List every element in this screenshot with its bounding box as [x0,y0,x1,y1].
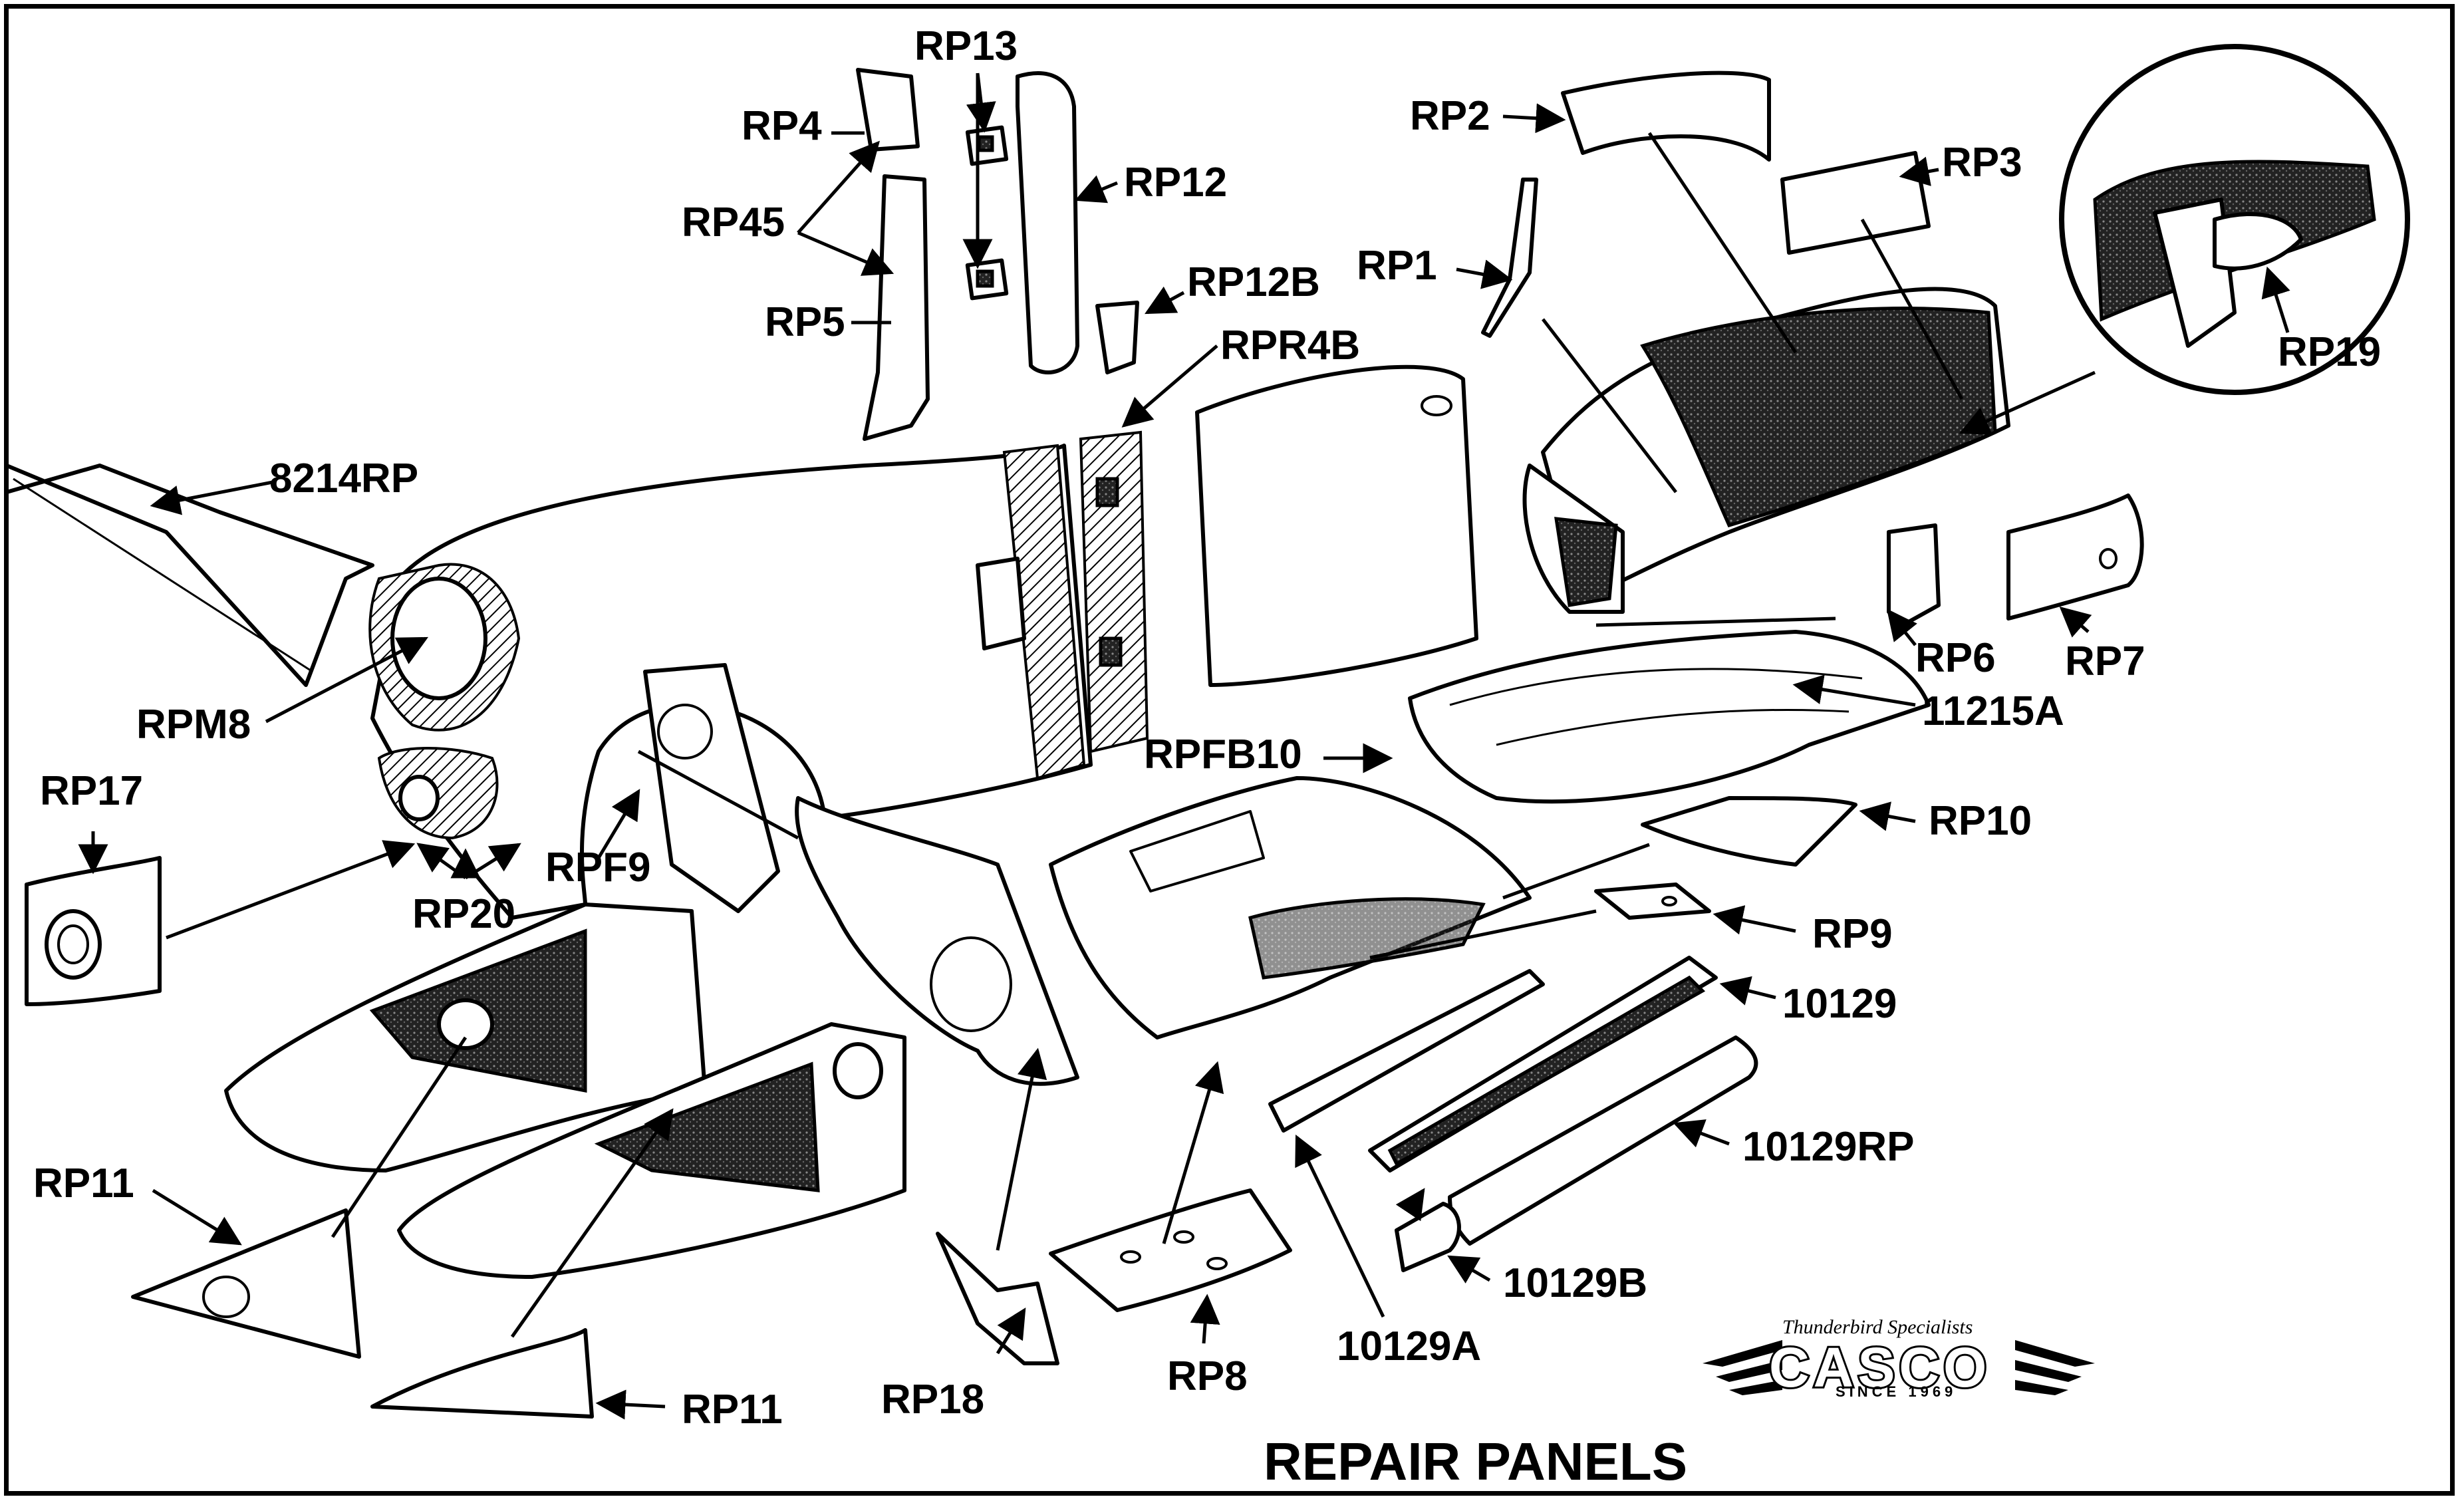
leader-rp1 [1456,259,1513,289]
leader-10129 [1719,976,1776,1006]
label-rp18: RP18 [881,1377,984,1423]
label-10129b: 10129B [1503,1260,1647,1306]
part-door [1195,364,1478,687]
part-rp7 [2006,493,2144,620]
part-rp12b [1095,301,1139,374]
part-labels: RP13 RP4 RP45 RP5 RP12 RP12B RPR4B RP2 R… [33,23,2381,1433]
label-rp4: RP4 [742,103,822,149]
part-firewall [795,796,1079,1086]
leader-rp11-bottom [595,1389,666,1420]
leader-rp7 [2059,607,2092,638]
label-rp1: RP1 [1357,243,1437,289]
logo-since: SINCE 1969 [1836,1383,1957,1400]
leader-10129a [1295,1134,1385,1318]
label-rpfb10: RPFB10 [1144,732,1302,777]
part-rp8 [1049,1188,1292,1312]
leader-rpm8 [265,636,428,724]
logo-wing-left [1703,1340,1782,1395]
label-rp13: RP13 [914,23,1018,69]
leader-rp12b [1145,286,1185,315]
part-rp5 [863,174,930,441]
leader-rp2 [1502,103,1566,134]
diagram-title: REPAIR PANELS [1264,1432,1687,1491]
part-10129rp [1448,1035,1758,1246]
label-10129rp: 10129RP [1742,1124,1915,1170]
label-rp9: RP9 [1812,911,1893,957]
label-rp12: RP12 [1124,160,1227,205]
leader-rp3 [1899,156,1939,186]
leader-rpr4b [1121,344,1218,428]
diagram-border [4,4,2455,1496]
label-rp6: RP6 [1915,635,1996,681]
part-10129b [1395,1202,1461,1272]
label-rp45: RP45 [682,200,785,245]
leader-rp8 [1190,1294,1220,1344]
label-rpm8: RPM8 [136,702,251,748]
leader-rp6 [1887,609,1917,646]
label-rpf9: RPF9 [545,845,650,890]
part-rp9 [1594,883,1711,920]
leader-10129b [1447,1255,1491,1284]
label-rp10: RP10 [1929,798,2032,844]
label-10129: 10129 [1782,981,1897,1027]
leader-rpf9 [597,789,640,859]
leader-lines [78,72,2290,1420]
part-8214rp [5,464,374,687]
label-rp20: RP20 [412,891,515,937]
leader-rp11-top [152,1188,242,1246]
casco-logo: Thunderbird Specialists CASCO SINCE 1969 [1703,1316,2095,1401]
part-rpr4b-pillar [1079,430,1149,753]
label-rp17: RP17 [40,768,143,814]
leader-rp9 [1712,905,1796,935]
logo-tagline: Thunderbird Specialists [1782,1316,1973,1338]
leader-rp19 [2261,266,2290,333]
leader-rp10 [1859,801,1916,831]
leader-10129rp [1673,1119,1730,1148]
label-11215a: 11215A [1922,688,2064,734]
label-8214rp: 8214RP [269,456,418,501]
label-rp3: RP3 [1942,140,2022,186]
leader-rp12 [1074,175,1118,204]
parts-illustration [5,44,2410,1419]
label-rp2: RP2 [1410,93,1490,139]
part-rp2 [1561,70,1771,162]
leader-8214rp [150,480,273,515]
label-rp7: RP7 [2065,638,2145,684]
leader-rp18 [996,1307,1026,1355]
leader-rp17-body [166,840,416,940]
part-rp11-upper [131,1208,361,1359]
label-rp19: RP19 [2278,329,2381,375]
label-rpr4b: RPR4B [1220,323,1360,368]
label-rp11-top: RP11 [33,1161,134,1206]
logo-name: CASCO [1769,1336,1990,1399]
label-rp5: RP5 [765,299,845,345]
part-rp4 [856,68,920,152]
part-rp12 [1016,71,1079,374]
part-rp10 [1641,796,1857,867]
label-rp11-bottom: RP11 [682,1387,783,1433]
label-rp12b: RP12B [1187,259,1320,305]
label-rp8: RP8 [1167,1353,1248,1399]
leader-11215a [1792,674,1916,707]
part-rp3 [1780,151,1931,255]
label-10129a: 10129A [1337,1323,1481,1369]
logo-wing-right [2015,1340,2095,1395]
part-rp1 [1481,178,1538,338]
leader-rp45 [797,140,880,234]
part-10129a [1268,969,1545,1133]
part-rp11-lower [370,1328,594,1419]
part-rp6 [1887,523,1941,624]
part-rp18 [936,1232,1059,1365]
